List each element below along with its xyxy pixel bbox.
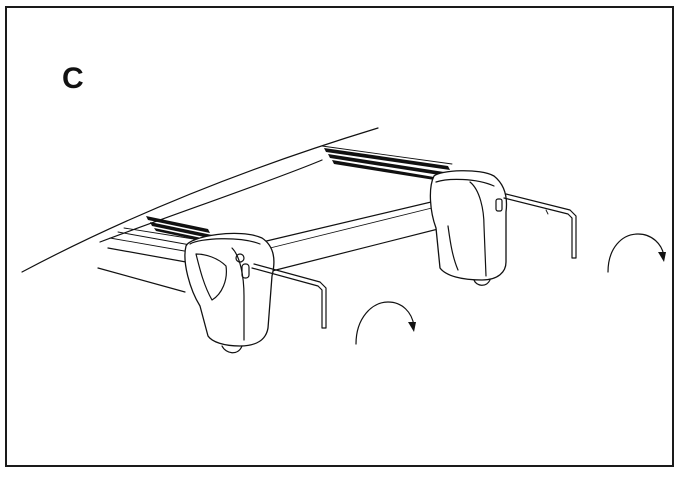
step-label: C <box>62 62 84 95</box>
right-end-cap <box>429 170 508 286</box>
deck-stripes-right <box>321 145 453 181</box>
treadmill-deck <box>21 127 379 293</box>
allen-wrench-icon <box>251 263 327 329</box>
rotate-clockwise-arrow-icon <box>355 301 416 345</box>
left-end-cap <box>184 232 275 354</box>
allen-wrench-icon <box>503 193 577 259</box>
rotate-clockwise-arrow-icon <box>607 233 666 273</box>
